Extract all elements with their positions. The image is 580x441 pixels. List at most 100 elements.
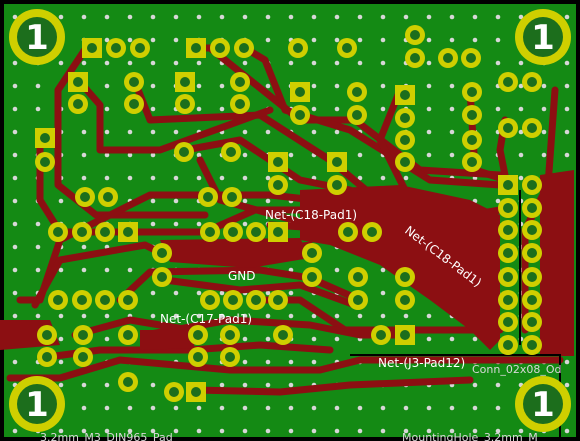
pad[interactable] (188, 325, 208, 345)
pad[interactable] (82, 38, 102, 58)
pad[interactable] (498, 267, 518, 287)
pad[interactable] (106, 38, 126, 58)
pad[interactable] (48, 222, 68, 242)
pad[interactable] (124, 72, 144, 92)
pad[interactable] (200, 290, 220, 310)
pad[interactable] (498, 290, 518, 310)
pad[interactable] (130, 38, 150, 58)
mounting-hole-bottom-right[interactable]: 1 (515, 376, 571, 432)
pad[interactable] (200, 222, 220, 242)
pad[interactable] (268, 175, 288, 195)
pad[interactable] (246, 222, 266, 242)
pad[interactable] (498, 335, 518, 355)
pad[interactable] (462, 105, 482, 125)
pad[interactable] (222, 187, 242, 207)
pad[interactable] (230, 72, 250, 92)
pad[interactable] (522, 290, 542, 310)
pad[interactable] (223, 290, 243, 310)
pad[interactable] (498, 118, 518, 138)
pad[interactable] (348, 290, 368, 310)
pad[interactable] (362, 222, 382, 242)
pad[interactable] (234, 38, 254, 58)
pad[interactable] (152, 267, 172, 287)
pad[interactable] (498, 198, 518, 218)
pad-layer[interactable] (35, 25, 542, 402)
pad[interactable] (288, 38, 308, 58)
pad[interactable] (72, 222, 92, 242)
pad[interactable] (186, 382, 206, 402)
pad[interactable] (268, 222, 288, 242)
mounting-hole-top-left[interactable]: 1 (9, 9, 65, 65)
pad[interactable] (302, 243, 322, 263)
pad[interactable] (118, 290, 138, 310)
pad[interactable] (68, 72, 88, 92)
pad[interactable] (186, 38, 206, 58)
pad[interactable] (395, 325, 415, 345)
mounting-hole-top-right[interactable]: 1 (515, 9, 571, 65)
pad[interactable] (522, 220, 542, 240)
pad[interactable] (302, 267, 322, 287)
pad[interactable] (73, 347, 93, 367)
pad[interactable] (95, 222, 115, 242)
pad[interactable] (174, 142, 194, 162)
pad[interactable] (522, 243, 542, 263)
pad[interactable] (290, 82, 310, 102)
pad[interactable] (188, 347, 208, 367)
pad[interactable] (348, 267, 368, 287)
pad[interactable] (462, 82, 482, 102)
pad[interactable] (498, 243, 518, 263)
pad[interactable] (522, 72, 542, 92)
pad[interactable] (35, 152, 55, 172)
pad[interactable] (327, 175, 347, 195)
pad[interactable] (371, 325, 391, 345)
pad[interactable] (327, 152, 347, 172)
pad[interactable] (438, 48, 458, 68)
pad[interactable] (221, 142, 241, 162)
pad[interactable] (268, 290, 288, 310)
pad[interactable] (118, 222, 138, 242)
pad[interactable] (395, 290, 415, 310)
pad[interactable] (223, 222, 243, 242)
pad[interactable] (118, 372, 138, 392)
pad[interactable] (347, 105, 367, 125)
pad[interactable] (175, 72, 195, 92)
pad[interactable] (338, 222, 358, 242)
pad[interactable] (462, 130, 482, 150)
pad[interactable] (522, 312, 542, 332)
pad[interactable] (68, 94, 88, 114)
pad[interactable] (498, 220, 518, 240)
pad[interactable] (405, 48, 425, 68)
pad[interactable] (72, 290, 92, 310)
pad[interactable] (95, 290, 115, 310)
pad[interactable] (395, 130, 415, 150)
pad[interactable] (498, 72, 518, 92)
pad[interactable] (405, 25, 425, 45)
pad[interactable] (246, 290, 266, 310)
mounting-hole-bottom-left[interactable]: 1 (9, 376, 65, 432)
pad[interactable] (164, 382, 184, 402)
pad[interactable] (462, 152, 482, 172)
pad[interactable] (175, 94, 195, 114)
pad[interactable] (37, 347, 57, 367)
pad[interactable] (98, 187, 118, 207)
pad[interactable] (337, 38, 357, 58)
pad[interactable] (395, 267, 415, 287)
pad[interactable] (347, 82, 367, 102)
pad[interactable] (124, 94, 144, 114)
pad[interactable] (461, 48, 481, 68)
pad[interactable] (522, 118, 542, 138)
pad[interactable] (35, 128, 55, 148)
pad[interactable] (37, 325, 57, 345)
pad[interactable] (395, 152, 415, 172)
pad[interactable] (268, 152, 288, 172)
pad[interactable] (118, 325, 138, 345)
pad[interactable] (395, 108, 415, 128)
pad[interactable] (152, 243, 172, 263)
pad[interactable] (273, 325, 293, 345)
pad[interactable] (220, 325, 240, 345)
pad[interactable] (522, 175, 542, 195)
pad[interactable] (75, 187, 95, 207)
pad[interactable] (210, 38, 230, 58)
pad[interactable] (198, 187, 218, 207)
